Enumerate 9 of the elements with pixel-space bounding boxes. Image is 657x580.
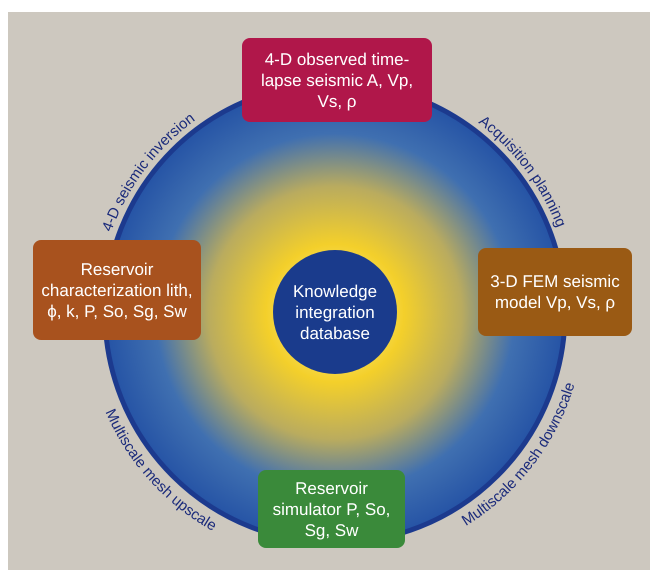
node-label: Knowledge integration database bbox=[292, 280, 378, 344]
node-label: Reservoir simulator P, So, Sg, Sw bbox=[272, 478, 392, 540]
process-box bbox=[478, 248, 632, 336]
node-label: 4-D observed time-lapse seismic A, Vp, Vs, ρ bbox=[260, 48, 414, 112]
process-box bbox=[242, 38, 432, 122]
node-label: Reservoir characterization lith, ϕ, k, P, So, Sg, Sw bbox=[41, 258, 193, 322]
node-label: 3-D FEM seismic model Vp, Vs, ρ bbox=[489, 271, 621, 313]
process-box bbox=[33, 240, 201, 340]
process-box bbox=[258, 470, 405, 548]
